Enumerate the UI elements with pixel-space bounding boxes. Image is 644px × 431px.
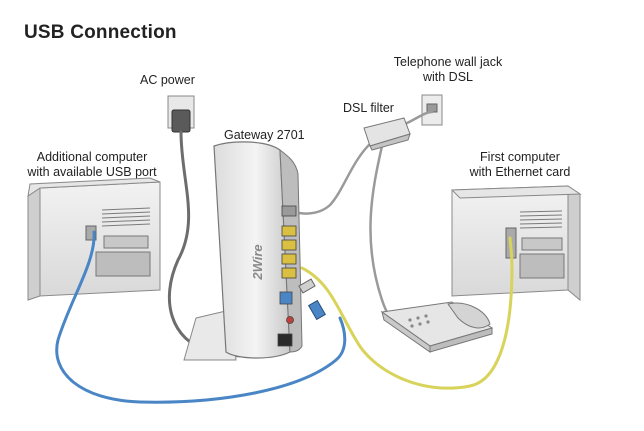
phone-line-to-jack: [403, 110, 434, 126]
label-additional-computer: Additional computer with available USB p…: [18, 150, 166, 180]
telephone: [380, 301, 494, 353]
label-additional-computer-line1: Additional computer: [36, 150, 148, 164]
first-computer: [450, 185, 582, 302]
ethernet-cable: [300, 236, 514, 390]
gateway-stand: [183, 309, 237, 361]
label-dsl-filter: DSL filter: [343, 101, 394, 115]
dsl-filter: [363, 117, 411, 151]
label-ac-power: AC power: [140, 73, 195, 87]
additional-computer: [27, 177, 161, 301]
phone-line-to-gateway: [294, 140, 374, 215]
label-first-computer-line1: First computer: [480, 150, 560, 164]
label-wall-jack-line2: with DSL: [422, 70, 474, 84]
diagram-title: USB Connection: [24, 22, 177, 43]
usb-cable: [55, 230, 347, 404]
label-first-computer-line2: with Ethernet card: [469, 165, 571, 179]
ac-power-outlet: [167, 95, 195, 133]
label-first-computer: First computer with Ethernet card: [455, 150, 585, 180]
gateway-brand: 2Wire: [250, 244, 265, 280]
label-gateway: Gateway 2701: [224, 128, 305, 142]
gateway-ports: [277, 205, 297, 347]
gateway-2701: 2Wire: [213, 141, 303, 359]
label-additional-computer-line2: with available USB port: [27, 165, 157, 179]
label-wall-jack: Telephone wall jack with DSL: [383, 55, 513, 85]
telephone-wall-jack: [421, 94, 443, 126]
cable-plugs: [298, 278, 327, 321]
label-wall-jack-line1: Telephone wall jack: [393, 55, 503, 69]
